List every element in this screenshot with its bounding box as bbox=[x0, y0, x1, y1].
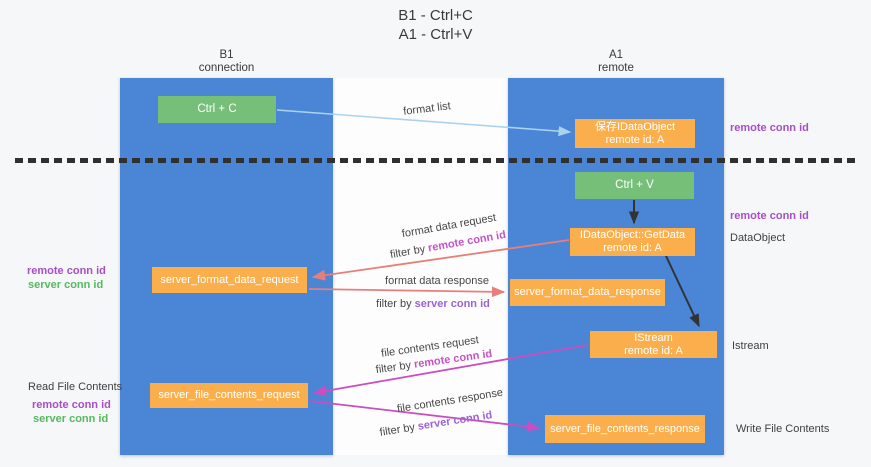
right-remote-conn-id-mid: remote conn id bbox=[730, 210, 809, 222]
getdata-line1: IDataObject::GetData bbox=[579, 229, 686, 241]
save-dataobject-line2: remote id: A bbox=[605, 133, 665, 146]
left-remote-conn-id-top: remote conn id bbox=[27, 265, 106, 277]
middle-panel bbox=[333, 78, 508, 455]
istream-box: IStream remote id: A bbox=[590, 331, 717, 358]
ctrl-c-box: Ctrl + C bbox=[158, 96, 276, 123]
diagram-title: B1 - Ctrl+C A1 - Ctrl+V bbox=[0, 6, 871, 44]
right-remote-conn-id-top: remote conn id bbox=[730, 122, 809, 134]
left-server-conn-id-bottom: server conn id bbox=[33, 413, 109, 425]
left-remote-conn-id-bottom: remote conn id bbox=[32, 399, 111, 411]
istream-line2: remote id: A bbox=[624, 344, 683, 357]
lane-header-a1: A1 remote bbox=[508, 49, 724, 75]
arrow-format-data-request bbox=[311, 239, 570, 281]
ctrl-v-box: Ctrl + V bbox=[575, 172, 694, 199]
server-file-contents-response-label: server_file_contents_response bbox=[550, 422, 700, 435]
ctrl-c-label: Ctrl + C bbox=[197, 103, 237, 115]
lane-header-b1: B1 connection bbox=[120, 49, 333, 75]
server-format-data-response-box: server_format_data_response bbox=[510, 279, 665, 306]
server-file-contents-request-label: server_file_contents_request bbox=[158, 389, 300, 401]
getdata-box: IDataObject::GetData remote id: A bbox=[570, 228, 695, 256]
lane-b1-title: B1 bbox=[219, 49, 234, 61]
arrow-format-data-response bbox=[308, 286, 506, 298]
arrow-file-contents-request bbox=[312, 344, 589, 397]
arrow-getdata-to-istream bbox=[665, 255, 700, 328]
dashed-divider bbox=[15, 158, 855, 163]
read-file-contents-label: Read File Contents bbox=[28, 381, 123, 393]
write-file-contents-label: Write File Contents bbox=[736, 423, 830, 435]
filter-by-text: filter by bbox=[376, 298, 415, 310]
server-conn-id-key: server conn id bbox=[414, 298, 490, 310]
save-dataobject-box: 保存IDataObject remote id: A bbox=[575, 119, 695, 148]
server-format-data-request-box: server_format_data_request bbox=[152, 267, 307, 293]
arrow-format-list bbox=[276, 109, 572, 137]
format-data-response-filter-label: filter by server conn id bbox=[376, 298, 490, 310]
title-line-2: A1 - Ctrl+V bbox=[398, 26, 473, 43]
server-format-data-response-label: server_format_data_response bbox=[514, 286, 661, 298]
arrow-file-contents-response bbox=[309, 400, 541, 432]
getdata-line2: remote id: A bbox=[603, 242, 662, 254]
istream-side-label: Istream bbox=[732, 340, 769, 352]
server-format-data-request-label: server_format_data_request bbox=[160, 273, 299, 286]
lane-b1-subtitle: connection bbox=[198, 62, 255, 74]
dataobject-label: DataObject bbox=[730, 232, 786, 244]
left-server-conn-id-top: server conn id bbox=[28, 279, 104, 291]
lane-a1-subtitle: remote bbox=[598, 62, 634, 74]
title-line-1: B1 - Ctrl+C bbox=[398, 7, 473, 24]
save-dataobject-line1: 保存IDataObject bbox=[594, 120, 676, 133]
ctrl-v-label: Ctrl + V bbox=[615, 179, 654, 191]
istream-line1: IStream bbox=[634, 331, 673, 344]
server-file-contents-request-box: server_file_contents_request bbox=[150, 383, 308, 408]
server-file-contents-response-box: server_file_contents_response bbox=[545, 415, 705, 443]
format-data-response-label: format data response bbox=[385, 275, 489, 287]
lane-a1-title: A1 bbox=[608, 49, 624, 61]
